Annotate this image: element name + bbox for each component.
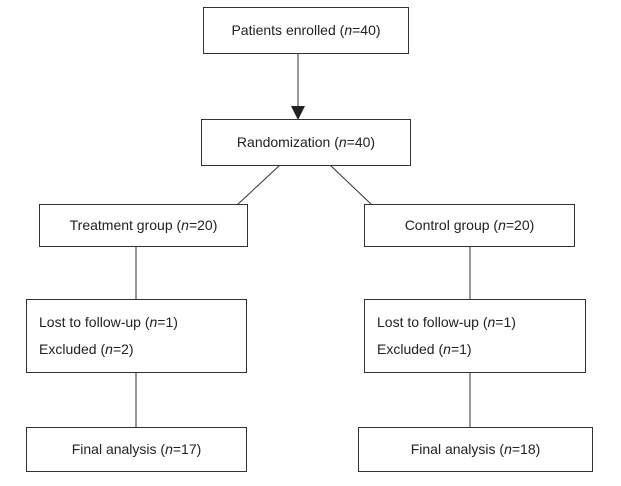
control-excluded-label: Excluded (n=1) <box>377 341 472 357</box>
connector-randomization-to-treatment <box>236 164 281 206</box>
treatment-losses-box: Lost to follow-up (n=1) Excluded (n=2) <box>26 299 247 373</box>
control-final-analysis-label: Final analysis (n=18) <box>410 440 541 457</box>
control-losses-box: Lost to follow-up (n=1) Excluded (n=1) <box>364 299 586 373</box>
treatment-final-analysis-box: Final analysis (n=17) <box>26 427 247 472</box>
connector-randomization-to-control <box>329 164 373 206</box>
control-final-analysis-box: Final analysis (n=18) <box>358 427 593 472</box>
patients-enrolled-label: Patients enrolled (n=40) <box>231 21 381 38</box>
treatment-lost-to-follow-up-label: Lost to follow-up (n=1) <box>39 313 178 330</box>
treatment-group-label: Treatment group (n=20) <box>69 216 218 233</box>
randomization-label: Randomization (n=40) <box>236 133 376 150</box>
treatment-excluded-label: Excluded (n=2) <box>39 341 134 357</box>
patients-enrolled-box: Patients enrolled (n=40) <box>203 7 409 54</box>
arrow-head-icon <box>291 106 305 120</box>
control-group-box: Control group (n=20) <box>364 204 575 247</box>
randomization-box: Randomization (n=40) <box>201 119 411 166</box>
control-lost-to-follow-up-label: Lost to follow-up (n=1) <box>377 313 516 330</box>
control-group-label: Control group (n=20) <box>404 216 535 233</box>
treatment-final-analysis-label: Final analysis (n=17) <box>71 440 202 457</box>
treatment-group-box: Treatment group (n=20) <box>39 204 248 247</box>
